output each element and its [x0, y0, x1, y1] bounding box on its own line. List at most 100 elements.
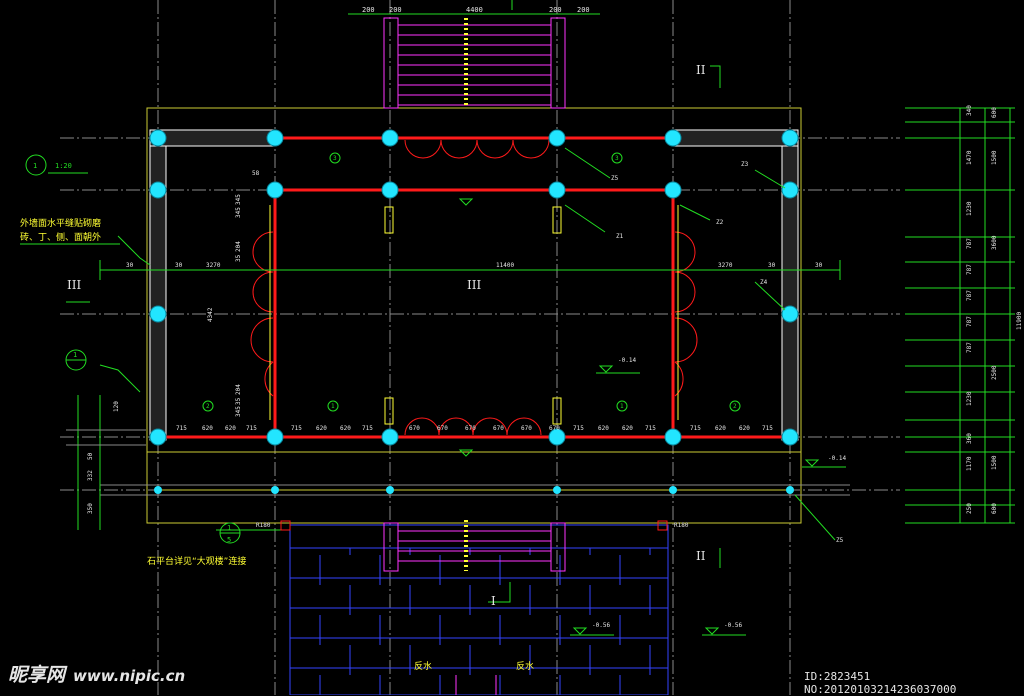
- column: [381, 129, 399, 147]
- circle-marks: 3 3 2 1 1 2: [206, 155, 737, 410]
- right-dim-label: 600: [991, 107, 998, 118]
- right-dim-label: 3600: [991, 235, 998, 250]
- right-dim-label: 787: [966, 342, 973, 353]
- circle-mark: 3: [333, 155, 337, 162]
- column-small: [154, 486, 162, 494]
- column-tags: Z5 Z1 Z2 Z3 Z4 Z5 58: [252, 161, 844, 544]
- callout-5-number: 1: [227, 524, 231, 532]
- elevation-label: -0.56: [724, 622, 742, 629]
- section-mark-ii-top: II: [696, 63, 706, 77]
- right-dim-label: 250: [966, 503, 973, 514]
- top-dim-label: 200: [549, 6, 562, 14]
- section-marks: II II III III I: [67, 63, 706, 608]
- section-mark-iii-center: III: [467, 278, 481, 292]
- bottom-dim-label: 620: [715, 425, 726, 432]
- bottom-dim-label: 620: [316, 425, 327, 432]
- column: [381, 181, 399, 199]
- notes: 外墙面水平缝贴砌磨 砖、丁、侧、面朝外 石平台详见“大观楼”连接: [20, 217, 246, 567]
- right-dim-label: 1500: [991, 455, 998, 470]
- overall-dims: 30 30 3270 11400 3270 30 30: [126, 262, 823, 269]
- watermark-brand: 昵享网: [8, 664, 66, 686]
- column: [149, 129, 167, 147]
- column: [149, 305, 167, 323]
- column: [664, 428, 682, 446]
- callout-1-number: 1: [33, 162, 37, 170]
- right-dims: 3401470123078778778778778712303601170250…: [966, 105, 1023, 514]
- dim-label: 30: [175, 262, 183, 269]
- column: [149, 428, 167, 446]
- callout-2-number: 1: [73, 351, 77, 359]
- top-dim-label: 200: [389, 6, 402, 14]
- left-dim-label: 345: [235, 406, 242, 417]
- column: [548, 181, 566, 199]
- right-dim-label: 787: [966, 264, 973, 275]
- bottom-dim-label: 670: [465, 425, 476, 432]
- column-small: [553, 486, 561, 494]
- right-dim-label: 1170: [966, 456, 973, 471]
- platform-outline: [146, 107, 802, 524]
- circle-mark: 1: [331, 403, 335, 410]
- right-dim-label: 1230: [966, 201, 973, 216]
- column-tag: Z1: [616, 233, 624, 240]
- yellow-details: [100, 205, 850, 496]
- elevations: -0.14 -0.14 -0.56 -0.56 R180 R180: [256, 357, 846, 629]
- bottom-dim-label: 715: [176, 425, 187, 432]
- column-tag: Z3: [741, 161, 749, 168]
- left-outside-dim-label: 350: [87, 503, 94, 514]
- bottom-dim-label: 670: [493, 425, 504, 432]
- dim-label: 3270: [206, 262, 221, 269]
- markers: [458, 198, 846, 636]
- column-tag: Z5: [836, 537, 844, 544]
- elevation-label: -0.56: [592, 622, 610, 629]
- top-dim-label: 4400: [466, 6, 483, 14]
- bottom-dim-label: 620: [622, 425, 633, 432]
- column: [548, 129, 566, 147]
- stair-text: 反水 反水: [414, 660, 534, 672]
- wall-note-line-1: 外墙面水平缝贴砌磨: [20, 217, 101, 229]
- column-small: [271, 486, 279, 494]
- bottom-dim-label: 670: [549, 425, 560, 432]
- right-dim-label: 1500: [991, 150, 998, 165]
- bottom-dim-label: 620: [340, 425, 351, 432]
- circle-mark: 1: [620, 403, 624, 410]
- bottom-dim-label: 670: [437, 425, 448, 432]
- elevation-label: -0.14: [828, 455, 846, 462]
- callout-circles: [25, 152, 741, 544]
- dim-label: 30: [768, 262, 776, 269]
- column: [149, 181, 167, 199]
- bottom-dim-label: 715: [362, 425, 373, 432]
- circle-mark: 3: [615, 155, 619, 162]
- stair-note: 反水: [414, 660, 432, 672]
- image-id: ID:2823451 NO:20120103214236037000: [804, 670, 957, 696]
- right-dim-label: 340: [966, 105, 973, 116]
- left-leaders: [20, 65, 836, 603]
- right-dim-label: 1230: [966, 391, 973, 406]
- section-mark-ii-bottom: II: [696, 549, 706, 563]
- section-mark-i: I: [491, 594, 496, 608]
- right-dim-label: 360: [966, 433, 973, 444]
- left-dim-label: 35: [235, 254, 242, 262]
- column: [266, 181, 284, 199]
- bottom-dim-label: 620: [739, 425, 750, 432]
- dim-label: 3270: [718, 262, 733, 269]
- left-outside-dim-label: 50: [87, 452, 94, 460]
- column: [548, 428, 566, 446]
- left-dim-label: 204: [235, 241, 242, 252]
- column: [781, 181, 799, 199]
- right-dim-label: 787: [966, 238, 973, 249]
- right-dim-ticks: [905, 107, 1015, 524]
- top-dim-labels: 200 200 4400 200 200: [362, 6, 590, 14]
- column: [781, 129, 799, 147]
- radius-label: R180: [256, 522, 271, 529]
- bottom-dim-label: 620: [598, 425, 609, 432]
- column: [664, 181, 682, 199]
- left-dim-label: 4342: [207, 307, 214, 322]
- callout-1-scale: 1:20: [55, 162, 72, 170]
- bottom-dim-label: 715: [573, 425, 584, 432]
- left-dim-label: 345: [235, 194, 242, 205]
- column-small: [386, 486, 394, 494]
- bottom-dim-label: 715: [690, 425, 701, 432]
